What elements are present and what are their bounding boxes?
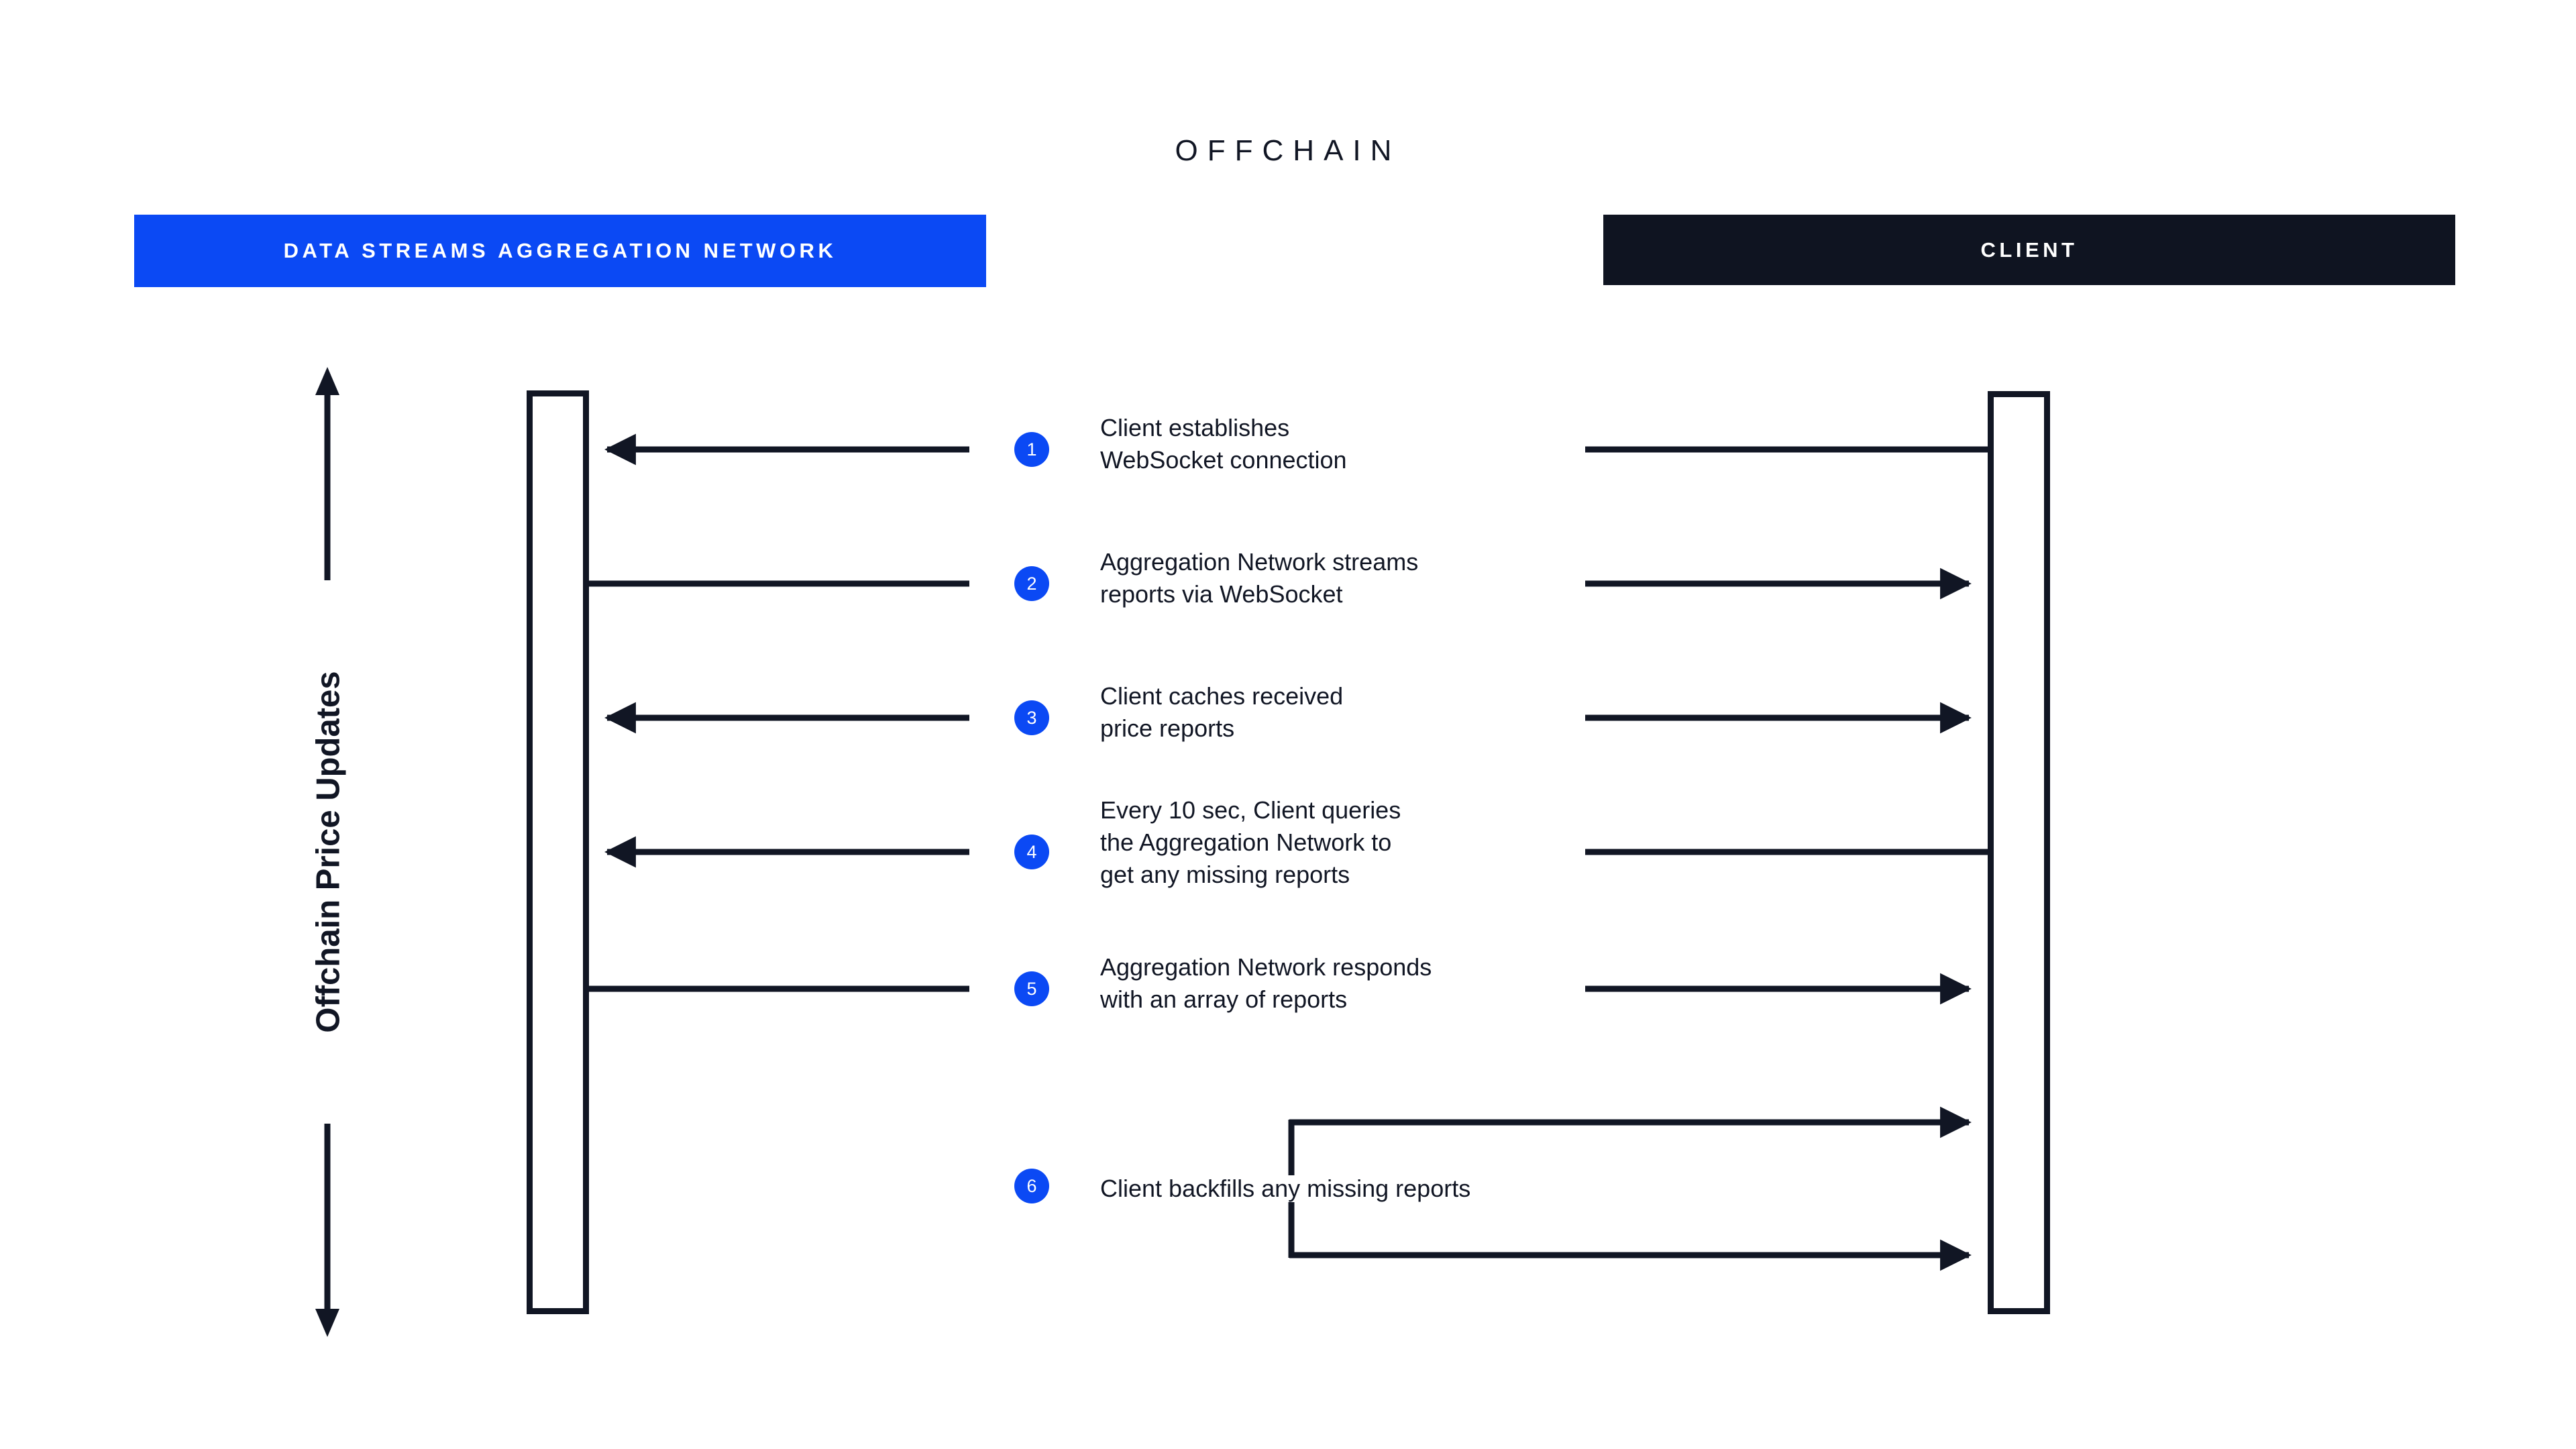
actor-header-network: DATA STREAMS AGGREGATION NETWORK xyxy=(134,215,986,287)
step-text-5: Aggregation Network responds with an arr… xyxy=(1100,953,1432,1013)
step-text-2: Aggregation Network streams reports via … xyxy=(1100,548,1419,608)
actor-header-client: CLIENT xyxy=(1603,215,2455,285)
lifeline-network xyxy=(527,390,589,1314)
actor-header-client-label: CLIENT xyxy=(1980,237,2078,262)
actor-header-network-label: DATA STREAMS AGGREGATION NETWORK xyxy=(283,239,837,262)
step-text-4: Every 10 sec, Client queries the Aggrega… xyxy=(1100,796,1401,888)
lifeline-client xyxy=(1988,391,2050,1314)
offchain-price-updates-span: Offchain Price Updates xyxy=(282,366,376,1338)
message-arrow-6-bottom xyxy=(1288,1202,1972,1271)
step-badge-1: 1 xyxy=(1014,432,1049,467)
page-title: OFFCHAIN xyxy=(1175,134,1401,167)
step-badge-5: 5 xyxy=(1014,971,1049,1006)
step-text-1: Client establishes WebSocket connection xyxy=(1100,414,1347,474)
double-arrow-icon xyxy=(315,367,339,1337)
step-badge-3: 3 xyxy=(1014,700,1049,735)
step-badge-4: 4 xyxy=(1014,835,1049,869)
step-text-6: Client backfills any missing reports xyxy=(1100,1175,1471,1202)
step-text-3: Client caches received price reports xyxy=(1100,682,1344,742)
message-arrow-6-top xyxy=(1288,1106,1972,1175)
step-badge-6: 6 xyxy=(1014,1169,1049,1203)
step-badge-2: 2 xyxy=(1014,566,1049,601)
